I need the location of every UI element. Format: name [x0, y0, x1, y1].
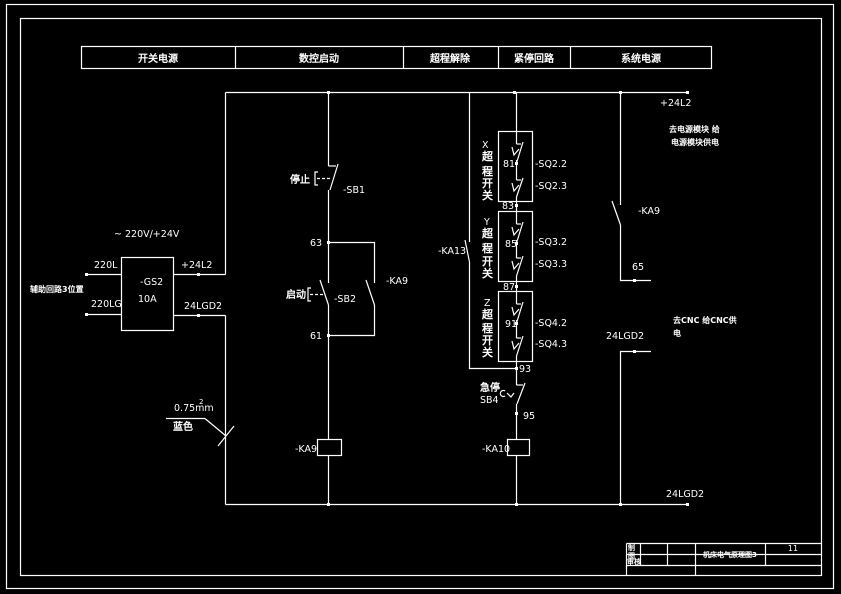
estop-button-sb4: 急停 SB4	[480, 381, 526, 406]
start-button-sb2: 启动 -SB2	[286, 279, 356, 306]
tb-drawn-label-2: 图	[628, 551, 635, 560]
ps-out-neg-label: 24LGD2	[184, 301, 222, 312]
outer-border	[5, 3, 835, 590]
power-supply-section: ~ 220V/+24V -GS2 10A 220L 220LG 辅助回路3位置 …	[30, 92, 235, 505]
bottom-bus	[225, 503, 689, 506]
sys-bus-label: +24L2	[660, 98, 691, 109]
axis-x-label: X	[482, 140, 489, 151]
ps-source-note: 辅助回路3位置	[30, 284, 84, 294]
sys-note-2-line2: 电	[673, 328, 681, 338]
axis-z-label: Z	[484, 298, 491, 309]
estop-code: SB4	[480, 395, 499, 406]
coil-ka9-label: -KA9	[295, 444, 317, 455]
tb-drawn-label-1: 制	[628, 543, 635, 552]
start-code: -SB2	[334, 294, 356, 305]
node-63: 63	[310, 238, 322, 249]
ot-y-char-2: 程	[482, 241, 493, 255]
sys-bottom-label: 24LGD2	[666, 489, 704, 500]
node-87: 87	[503, 282, 515, 293]
node-83: 83	[502, 201, 514, 212]
sys-neg-label: 24LGD2	[606, 331, 644, 342]
header-system-power: 系统电源	[621, 52, 661, 65]
wire-size: 0.75mm	[174, 403, 214, 414]
wire-spec-note: 0.75mm 2 蓝色	[166, 398, 235, 447]
ot-x-char-4: 关	[482, 188, 493, 202]
coil-ka9	[316, 438, 343, 457]
header-switch-power: 开关电源	[138, 52, 178, 65]
tb-drawing-title: 机床电气原理图3	[703, 550, 757, 559]
start-label: 启动	[286, 288, 306, 301]
top-bus	[225, 91, 689, 94]
power-supply-box	[120, 256, 175, 332]
overtravel-group-x: 81 83 -SQ2.2 -SQ2.3 X 超 程 开 关	[481, 130, 567, 212]
ot-z-char-2: 程	[482, 321, 493, 335]
hold-contact-ka9: -KA9	[386, 276, 408, 287]
sys-contact-ka9: -KA9	[638, 206, 660, 217]
node-91: 91	[505, 319, 517, 330]
ot-x-char-3: 开	[482, 177, 493, 190]
sys-note-1-line1: 去电源模块 给	[669, 124, 720, 134]
sys-note-2-line1: 去CNC 给CNC供	[673, 315, 737, 325]
ot-x-char-2: 程	[482, 164, 493, 178]
ps-in-lg-label: 220LG	[91, 299, 122, 310]
overtravel-section: -KA13 81 83 -SQ2.2 -SQ2.3 X 超 程 开 关	[438, 92, 567, 505]
sq4-2-label: -SQ4.2	[535, 318, 567, 329]
tb-sheet-number: 11	[788, 544, 798, 553]
sys-note-1-line2: 电源模块供电	[671, 137, 719, 147]
wire-size-sup: 2	[199, 398, 203, 406]
axis-y-label: Y	[483, 217, 490, 228]
section-header-table: 开关电源 数控启动 超程解除 紧停回路 系统电源	[80, 45, 713, 70]
tb-review-label: 审核	[627, 557, 641, 566]
node-95: 95	[523, 411, 535, 422]
sq2-3-label: -SQ2.3	[535, 181, 567, 192]
coil-ka10	[506, 438, 531, 457]
wire-color: 蓝色	[173, 420, 193, 433]
node-93: 93	[519, 364, 531, 375]
ot-y-char-4: 关	[482, 266, 493, 280]
coil-ka10-label: -KA10	[482, 444, 510, 455]
ps-out-pos-label: +24L2	[181, 260, 212, 271]
ps-rating: 10A	[138, 294, 157, 305]
ot-x-char-1: 超	[481, 149, 494, 163]
system-power-section: +24L2 去电源模块 给 电源模块供电 -KA9 65 24LGD2 去CNC…	[606, 92, 737, 505]
ps-name: -GS2	[140, 277, 163, 288]
sq3-2-label: -SQ3.2	[535, 237, 567, 248]
estop-label: 急停	[480, 381, 500, 394]
cnc-start-section: 停止 -SB1 63 -KA9 启动 -SB2 61 -KA9	[286, 92, 408, 505]
node-81: 81	[503, 159, 515, 170]
header-estop-circuit: 紧停回路	[514, 52, 555, 65]
ot-y-char-3: 开	[482, 255, 493, 268]
node-85: 85	[505, 239, 517, 250]
ps-title-label: ~ 220V/+24V	[114, 229, 180, 240]
ot-y-char-1: 超	[481, 226, 494, 240]
node-61: 61	[310, 331, 322, 342]
overtravel-group-y: 85 87 -SQ3.2 -SQ3.3 Y 超 程 开 关	[481, 210, 567, 293]
header-overtravel-release: 超程解除	[429, 52, 471, 65]
ps-in-l-label: 220L	[94, 260, 118, 271]
sq3-3-label: -SQ3.3	[535, 259, 567, 270]
title-block: 制 图 审核 机床电气原理图3 11	[625, 542, 822, 576]
header-cnc-start: 数控启动	[299, 52, 339, 65]
ot-z-char-3: 开	[482, 334, 493, 347]
bypass-contact-ka13: -KA13	[438, 246, 466, 257]
sq4-3-label: -SQ4.3	[535, 339, 567, 350]
stop-label: 停止	[290, 173, 310, 186]
ot-z-char-4: 关	[482, 345, 493, 359]
inner-border	[19, 17, 823, 577]
stop-code: -SB1	[343, 185, 365, 196]
node-65: 65	[632, 262, 644, 273]
stop-button-sb1: 停止 -SB1	[290, 163, 365, 196]
sq2-2-label: -SQ2.2	[535, 159, 567, 170]
ot-z-char-1: 超	[481, 307, 494, 321]
overtravel-group-z: 91 93 -SQ4.2 -SQ4.3 Z 超 程 开 关	[481, 290, 567, 385]
